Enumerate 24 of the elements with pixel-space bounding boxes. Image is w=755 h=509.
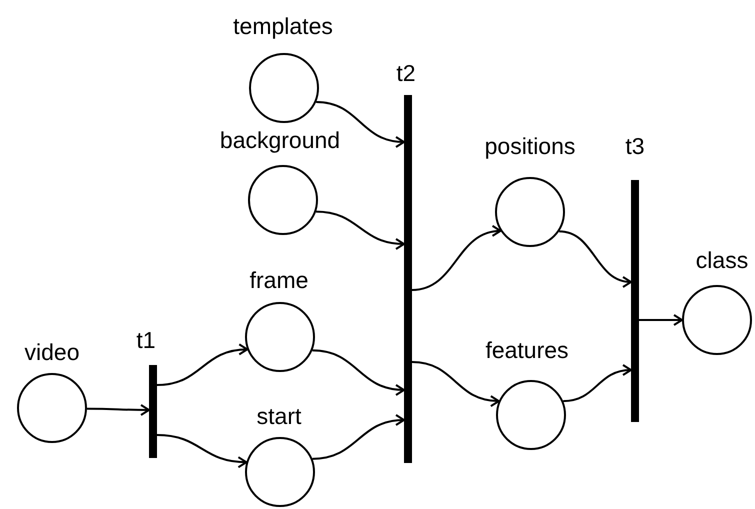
node-label: frame — [250, 266, 308, 294]
arrow — [412, 226, 502, 291]
arrow — [412, 361, 500, 407]
node-label: positions — [484, 132, 576, 160]
transition-bar — [631, 180, 639, 422]
node-label: t2 — [396, 59, 416, 87]
node-label: t1 — [136, 326, 156, 354]
arrow — [639, 314, 683, 326]
arrow — [559, 230, 632, 287]
arrow — [316, 100, 405, 148]
node-label: class — [696, 246, 748, 274]
node-label: start — [256, 402, 302, 430]
node-label: features — [485, 336, 569, 364]
transition-bar — [149, 365, 157, 458]
arrow — [156, 434, 248, 468]
arrow — [87, 404, 150, 416]
node-label: t3 — [625, 132, 645, 160]
arrow — [312, 349, 405, 396]
node-label: background — [220, 126, 340, 154]
node-label: video — [24, 338, 80, 366]
arrow — [312, 414, 405, 460]
arrow — [563, 364, 632, 402]
node-label: templates — [233, 12, 333, 40]
transition-bar — [404, 95, 412, 463]
